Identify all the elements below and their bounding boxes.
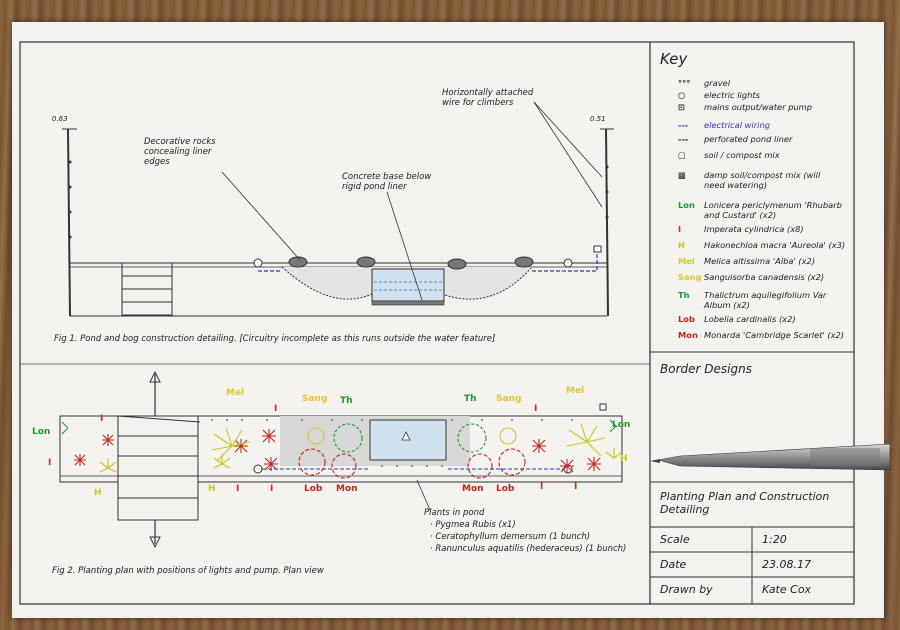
plant-label-h: H (94, 488, 102, 498)
plant-label-sang: Sang (496, 394, 522, 404)
plant-label-i: I (48, 458, 52, 468)
scale-label: Scale (660, 533, 690, 546)
plant-label-th: Th (464, 394, 477, 404)
plant-label-h: H (208, 484, 216, 494)
plant-label-i: I (574, 482, 578, 492)
drawing-title: Planting Plan and Construction Detailing (660, 490, 830, 516)
pond-plant-item: · Ceratophyllum demersum (1 bunch) (430, 532, 591, 542)
key-item-damp-soil: ▩damp soil/compost mix (will need wateri… (678, 170, 821, 190)
plant-label-lob: Lob (496, 484, 515, 494)
pond-plant-item: · Pygmea Rubis (x1) (430, 520, 516, 530)
fig2-caption: Fig 2. Planting plan with positions of l… (52, 566, 324, 576)
plant-label-i: I (270, 484, 274, 494)
date-value: 23.08.17 (762, 558, 811, 571)
drawing-lines (19, 41, 855, 605)
plant-label-i: I (540, 482, 544, 492)
plant-label-th: Th (340, 396, 353, 406)
key-item-lights: ○electric lights (678, 90, 760, 100)
date-label: Date (660, 558, 687, 571)
plant-label-mel: Mel (566, 386, 585, 396)
plant-label-i: I (274, 404, 278, 414)
key-item-wiring: ---electrical wiring (678, 120, 770, 130)
fig1-wire-label: Horizontally attached wire for climbers (442, 88, 534, 108)
pond-plants-title: Plants in pond (424, 508, 485, 518)
key-item-pump: ⊡mains output/water pump (678, 102, 813, 112)
plant-label-mon: Mon (462, 484, 484, 494)
plant-label-lon: Lon (32, 427, 51, 437)
pond-plant-item: · Ranunculus aquatilis (hederaceus) (1 b… (430, 544, 627, 554)
plant-label-lob: Lob (304, 484, 323, 494)
scale-value: 1:20 (762, 533, 787, 546)
drawn-by-label: Drawn by (660, 583, 713, 596)
plant-label-i: I (236, 484, 240, 494)
plant-label-i: I (100, 414, 104, 424)
key-item-liner: ---perforated pond liner (678, 134, 793, 144)
key-item-gravel: °°°gravel (678, 78, 731, 88)
key-item-soil: ▢soil / compost mix (678, 150, 780, 160)
fig1-caption: Fig 1. Pond and bog construction detaili… (54, 334, 496, 344)
fig1-base-label: Concrete base below rigid pond liner (342, 172, 432, 192)
fig1-width-right: 0.51 (590, 115, 606, 123)
plant-label-mel: Mel (226, 388, 245, 398)
company-name: Border Designs (660, 362, 752, 376)
fig1-rocks-label: Decorative rocks concealing liner edges (144, 137, 216, 167)
plant-label-i: I (534, 404, 538, 414)
plant-label-h: H (620, 454, 628, 464)
plant-label-sang: Sang (302, 394, 328, 404)
fig1-width-left: 0.63 (52, 115, 68, 123)
drawn-by-value: Kate Cox (762, 583, 812, 596)
key-title: Key (660, 50, 688, 68)
plant-label-lon: Lon (612, 420, 631, 430)
pen (650, 443, 891, 471)
plant-label-mon: Mon (336, 484, 358, 494)
drawing-sheet: 0.63 0.51 Decorative rocks concealing li… (12, 22, 884, 618)
